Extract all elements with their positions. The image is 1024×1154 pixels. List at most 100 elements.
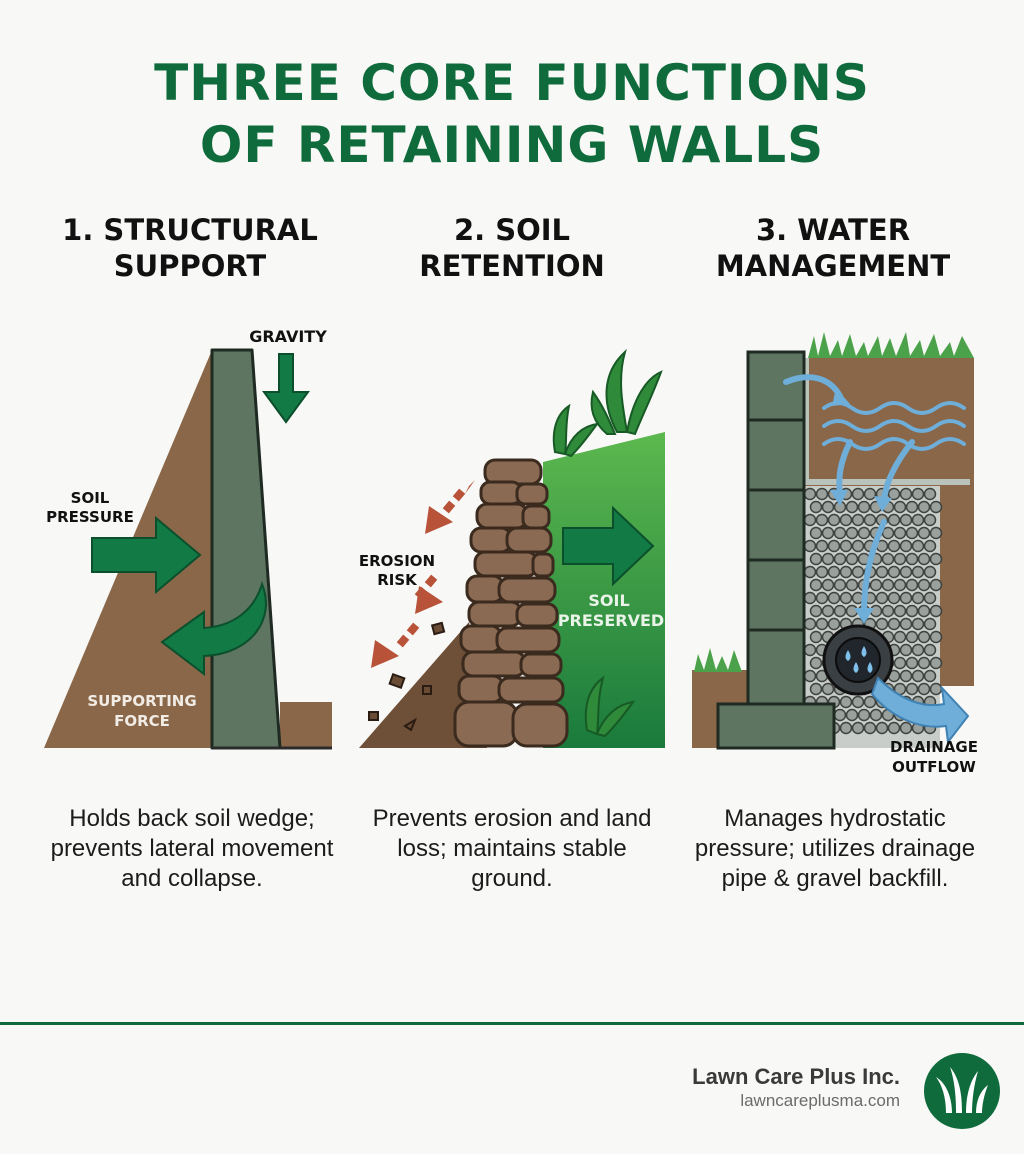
gravel-stone: [911, 617, 925, 631]
gravel-stone: [875, 591, 889, 605]
gravel-stone: [809, 630, 823, 644]
gravel-stone: [887, 591, 901, 605]
gravel-stone: [833, 578, 847, 592]
gravel-stone: [929, 578, 943, 592]
gravel-stone: [809, 552, 823, 566]
gravel-stone: [803, 513, 817, 527]
gravel-stone: [851, 565, 865, 579]
gravel-stone: [887, 565, 901, 579]
gravel-stone: [917, 682, 931, 696]
gravel-stone: [911, 539, 925, 553]
water-management-description: Manages hydrostatic pressure; utilizes d…: [694, 805, 976, 892]
water-management-heading: 3. WATER MANAGEMENT: [683, 212, 983, 284]
gravel-stone: [875, 617, 889, 631]
soil-retention-description: Prevents erosion and land loss; maintain…: [372, 805, 652, 892]
gravel-stone: [929, 656, 943, 670]
gravel-stone: [893, 656, 907, 670]
gravel-stone: [923, 513, 937, 527]
gravel-stone: [845, 500, 859, 514]
gravel-stone: [839, 513, 853, 527]
gravel-stone: [809, 578, 823, 592]
soil-preserved-arrow-icon: [562, 505, 655, 587]
brand-url[interactable]: lawncareplusma.com: [740, 1091, 900, 1110]
gravel-stone: [815, 487, 829, 501]
gravel-stone: [917, 604, 931, 618]
gravel-stone: [905, 682, 919, 696]
drainage-outflow-label-2: OUTFLOW: [892, 758, 976, 776]
footer-divider: [0, 1022, 1024, 1025]
gravel-stone: [917, 500, 931, 514]
erosion-risk-label-1: EROSION: [359, 552, 435, 570]
gravel-stone: [815, 539, 829, 553]
supporting-force-label-2: FORCE: [114, 712, 170, 730]
gravel-stone: [881, 526, 895, 540]
gravel-stones: [803, 487, 943, 735]
gravel-stone: [821, 526, 835, 540]
water-arrow-heads: [830, 388, 892, 624]
gravel-stone: [887, 539, 901, 553]
gravel-stone: [845, 552, 859, 566]
gravel-stone: [929, 500, 943, 514]
plant-icon: [552, 348, 663, 738]
gravel-stone: [839, 539, 853, 553]
gravel-stone: [923, 591, 937, 605]
gravel-stone: [923, 669, 937, 683]
water-management-illustration: DRAINAGE OUTFLOW: [692, 332, 978, 776]
gravel-stone: [857, 708, 871, 722]
gravel-stone: [833, 708, 847, 722]
gravel-stone: [905, 656, 919, 670]
soil-pressure-arrow-icon: [91, 515, 202, 595]
gravel-stone: [899, 669, 913, 683]
gravel-stone: [815, 565, 829, 579]
gravel-stone: [803, 565, 817, 579]
stacked-wall-blocks: [716, 350, 836, 750]
gravel-stone: [899, 643, 913, 657]
gravel-stone: [845, 604, 859, 618]
gravel-stone: [893, 630, 907, 644]
gravel-stone: [893, 526, 907, 540]
structural-heading-line-2: SUPPORT: [113, 249, 267, 283]
gravel-stone: [911, 513, 925, 527]
gravel-stone: [905, 604, 919, 618]
gravel-stone: [911, 669, 925, 683]
gravel-stone: [917, 526, 931, 540]
soil-preserved-label-1: SOIL: [588, 591, 629, 610]
ground-soil: [280, 702, 332, 748]
gravel-stone: [911, 643, 925, 657]
gravel-stone: [899, 721, 913, 735]
preserved-soil-hill: [543, 432, 665, 748]
gravel-stone: [905, 630, 919, 644]
gravel-stone: [923, 539, 937, 553]
gravel-stone: [905, 500, 919, 514]
gravel-stone: [821, 682, 835, 696]
soil-debris: [368, 621, 446, 732]
gravel-stone: [827, 617, 841, 631]
gravel-stone: [863, 487, 877, 501]
gravel-stone: [857, 500, 871, 514]
gravel-stone: [881, 552, 895, 566]
water-heading-line-2: MANAGEMENT: [715, 249, 951, 283]
gravel-stone: [821, 500, 835, 514]
gravel-stone: [815, 591, 829, 605]
gravel-stone: [929, 552, 943, 566]
soil-preserved-label-2: PRESERVED: [558, 611, 664, 630]
gravel-stone: [899, 617, 913, 631]
gravel-stone: [893, 500, 907, 514]
gravel-stone: [827, 539, 841, 553]
gravel-stone: [899, 513, 913, 527]
gravel-stone: [899, 565, 913, 579]
gravel-stone: [845, 578, 859, 592]
gravel-stone: [917, 552, 931, 566]
gravel-stone: [917, 630, 931, 644]
retention-heading-line-1: 2. SOIL: [453, 213, 571, 247]
retaining-wall: [210, 348, 282, 750]
gravel-stone: [929, 630, 943, 644]
gravel-stone: [851, 539, 865, 553]
brand-logo: [924, 1053, 1000, 1129]
structural-support-heading: 1. STRUCTURAL SUPPORT: [40, 212, 340, 284]
gravel-stone: [911, 487, 925, 501]
gravel-stone: [815, 617, 829, 631]
gravel-stone: [845, 526, 859, 540]
gravel-stone: [917, 656, 931, 670]
gravity-label: GRAVITY: [249, 327, 327, 346]
